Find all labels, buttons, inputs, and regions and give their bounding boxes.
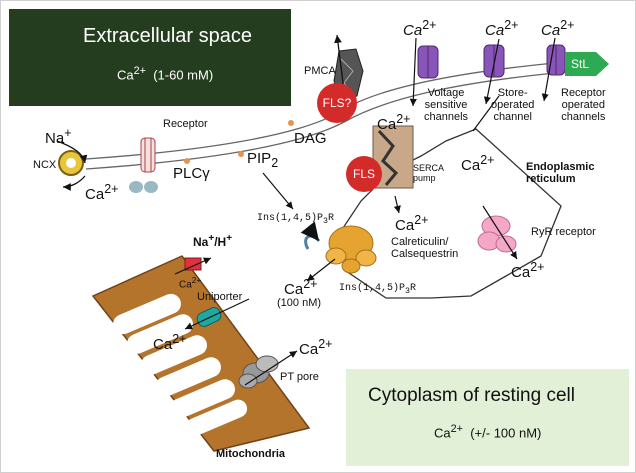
fls-question-circle: FLS? — [317, 83, 357, 123]
na-label: Na+ — [45, 126, 72, 147]
ca-label-mito: Ca2+ — [153, 332, 187, 353]
ca-label-ncx: Ca2+ — [85, 182, 119, 203]
uniporter-label: Uniporter — [197, 291, 243, 303]
ca-label-mito-nh: Ca2+ — [179, 275, 202, 291]
dag-label: DAG — [294, 130, 327, 147]
ncx-label: NCX — [33, 159, 57, 171]
extracellular-panel: Extracellular space Ca2+ (1-60 mM) — [9, 9, 291, 106]
receptor-protein — [129, 137, 158, 193]
ca-label-calreticulin: Ca2+ — [395, 213, 429, 234]
ip3-receptor — [325, 225, 377, 274]
cytoplasm-concentration: Ca2+ (+/- 100 nM) — [434, 423, 542, 441]
pt-pore — [238, 355, 279, 389]
ryr-label: RyR receptor — [531, 226, 596, 238]
er-membrane — [340, 128, 562, 299]
voltage-channel — [417, 45, 439, 79]
ca-label-ryr: Ca2+ — [511, 260, 545, 281]
ip3-label: Ins(1,4,5)P3R — [257, 213, 335, 226]
ca-label-store: Ca2+ — [485, 18, 519, 39]
pip2-label: PIP2 — [247, 150, 279, 170]
ip3r-label: Ins(1,4,5)P3R — [339, 283, 417, 296]
ca-label-serca: Ca2+ — [377, 112, 411, 133]
conc-100-label: (100 nM) — [277, 297, 322, 309]
na-h-label: Na+/H+ — [193, 233, 233, 249]
extracellular-title: Extracellular space — [83, 25, 252, 47]
mitochondria — [91, 255, 311, 452]
ca-label-voltage: Ca2+ — [403, 18, 437, 39]
fls-circle: FLS — [346, 156, 382, 192]
uniporter — [196, 307, 222, 327]
extracellular-concentration: Ca2+ (1-60 mM) — [117, 65, 214, 83]
cytoplasm-panel: Cytoplasm of resting cell Ca2+ (+/- 100 … — [346, 369, 629, 466]
ca-label-pt: Ca2+ — [299, 337, 333, 358]
na-h-exchanger — [184, 257, 202, 271]
receptor-channel — [546, 44, 609, 76]
ca-label-er: Ca2+ — [461, 153, 495, 174]
cytoplasm-title: Cytoplasm of resting cell — [368, 385, 575, 406]
ca-label-receptor-op: Ca2+ — [541, 18, 575, 39]
ca-label-cytoplasm: Ca2+ — [284, 277, 318, 298]
receptor-label: Receptor — [163, 118, 208, 130]
calreticulin-label: Calreticulin/Calsequestrin — [391, 236, 459, 261]
pt-pore-label: PT pore — [280, 371, 319, 383]
stl-label: StL — [571, 57, 590, 71]
pmca-label: PMCA — [304, 65, 336, 77]
mitochondria-label: Mitochondria — [216, 448, 286, 460]
plc-gamma-label: PLCγ — [173, 165, 210, 182]
ryr-receptor — [477, 215, 517, 253]
